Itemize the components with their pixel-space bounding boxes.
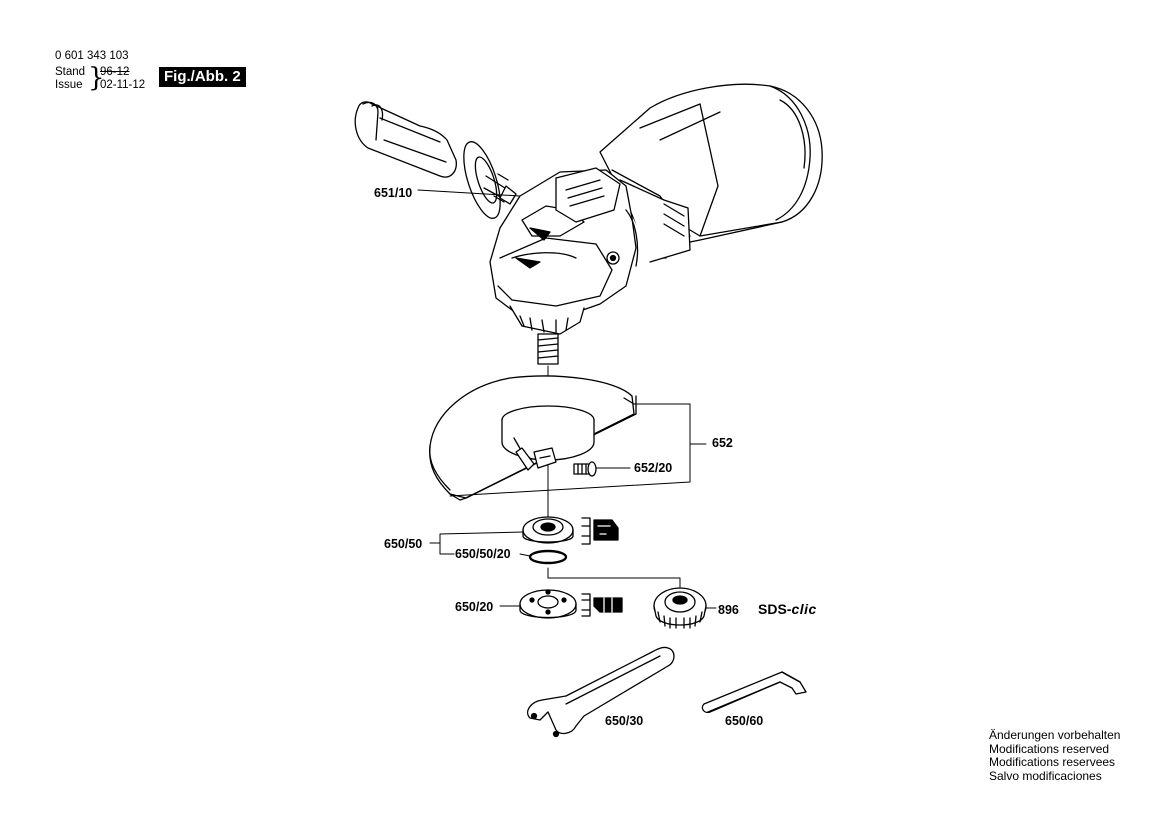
- stand-label: Stand: [55, 66, 86, 78]
- part-label-651-10: 651/10: [374, 186, 413, 200]
- part-number: 0 601 343 103: [55, 50, 129, 62]
- part-label-650-30: 650/30: [605, 714, 644, 728]
- hex-key: [701, 671, 807, 714]
- quick-clamping-nut: [653, 587, 707, 629]
- part-label-650-60: 650/60: [725, 714, 764, 728]
- o-ring: [528, 549, 568, 565]
- issue-date: 02-11-12: [100, 79, 146, 91]
- mounting-flange: [522, 516, 619, 545]
- pin-wrench: [527, 646, 675, 738]
- part-label-652: 652: [712, 436, 733, 450]
- figure-badge: Fig./Abb. 2: [159, 67, 246, 87]
- clamp-screw: [573, 461, 597, 477]
- leader-lines: [417, 189, 717, 609]
- brace-symbol: }: [88, 63, 105, 93]
- wheel-guard: [429, 375, 637, 501]
- part-label-650-20: 650/20: [455, 600, 494, 614]
- gear-head: [489, 167, 639, 335]
- part-label-650-50: 650/50: [384, 537, 423, 551]
- stand-date: 96-12: [100, 66, 130, 78]
- modification-notes: Änderungen vorbehalten Modifications res…: [989, 728, 1121, 783]
- note-german: Änderungen vorbehalten: [989, 728, 1121, 742]
- motor-housing: [599, 83, 823, 263]
- clamping-nut: [519, 589, 623, 619]
- part-label-896: 896: [718, 603, 739, 617]
- part-label-650-50-20: 650/50/20: [455, 547, 511, 561]
- part-label-652-20: 652/20: [634, 461, 673, 475]
- sds-suffix: clic: [791, 601, 817, 617]
- issue-label: Issue: [55, 79, 83, 91]
- note-french: Modifications reservees: [989, 755, 1116, 769]
- note-spanish: Salvo modificaciones: [989, 768, 1102, 783]
- note-english: Modifications reserved: [989, 741, 1110, 756]
- side-handle: [354, 101, 517, 219]
- sds-clic-logo: SDS-clic: [758, 601, 817, 617]
- sds-prefix: SDS-: [758, 601, 792, 617]
